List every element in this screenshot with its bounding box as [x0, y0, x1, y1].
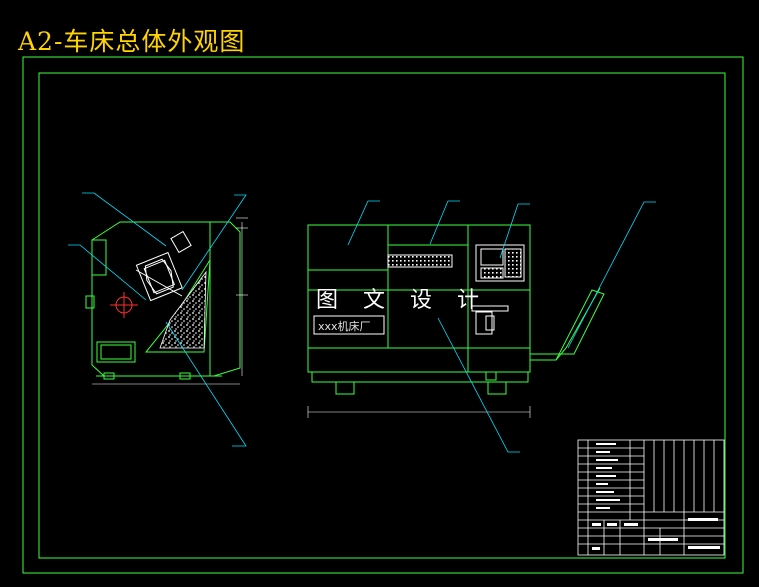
inner-border [38, 72, 726, 559]
title-block [577, 439, 725, 556]
watermark-text: 图 文 设 计 [316, 288, 488, 313]
outer-border [22, 56, 744, 574]
drawing-title: A2-车床总体外观图 [18, 27, 246, 56]
front-view-leaders [347, 200, 656, 453]
front-view [307, 224, 605, 418]
side-view [85, 217, 248, 385]
spindle-head [135, 251, 183, 302]
factory-label: xxx机床厂 [318, 320, 371, 333]
side-view-leaders [68, 192, 247, 447]
title-block-marks [592, 443, 720, 550]
